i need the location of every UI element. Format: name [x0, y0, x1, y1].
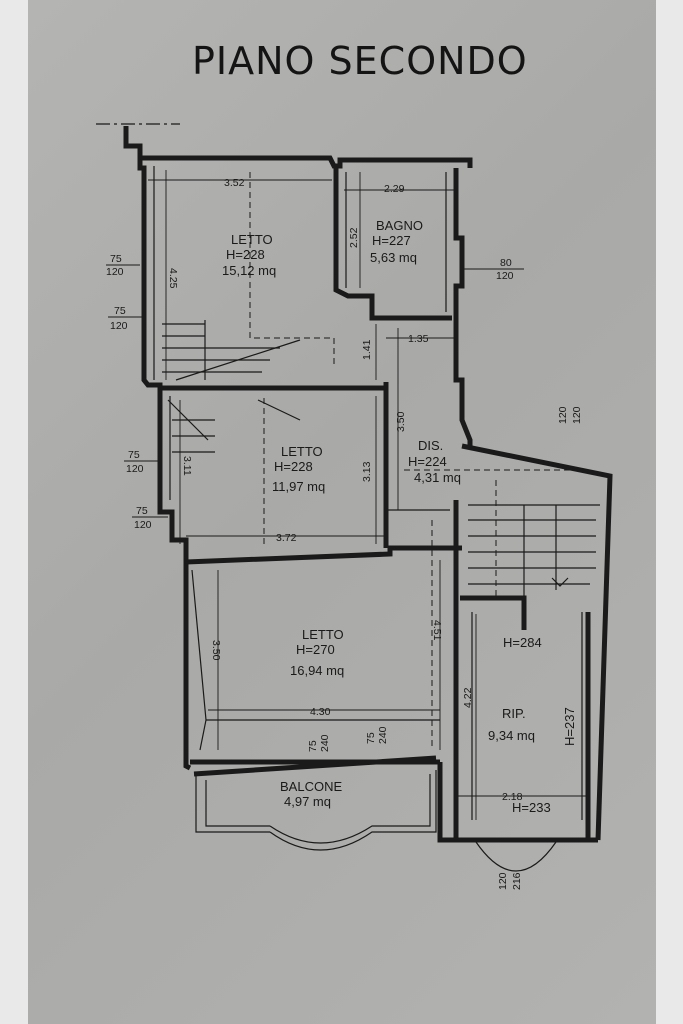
svg-text:3.11: 3.11 [181, 456, 193, 476]
svg-text:120: 120 [497, 872, 509, 890]
room-name: BALCONE [280, 779, 342, 794]
svg-text:120: 120 [106, 266, 124, 278]
room-letto-2: LETTO H=228 11,97 mq [272, 444, 325, 494]
room-rip: H=284 RIP. 9,34 mq H=237 H=233 [488, 635, 577, 815]
svg-text:4.51: 4.51 [431, 620, 443, 641]
room-height: H=270 [296, 642, 335, 657]
svg-text:1.35: 1.35 [408, 333, 429, 345]
room-area: 4,97 mq [284, 794, 331, 809]
room-height: H=228 [274, 459, 313, 474]
walls [123, 126, 613, 843]
svg-text:75: 75 [110, 253, 122, 265]
svg-text:75: 75 [114, 305, 126, 317]
room-area: 5,63 mq [370, 250, 417, 265]
dimension-labels: 3.52 2.29 4.25 2.52 1.41 1.35 3.50 3.72 … [167, 177, 523, 803]
svg-text:2.29: 2.29 [384, 183, 405, 195]
svg-text:2.52: 2.52 [348, 227, 360, 248]
svg-text:80: 80 [500, 257, 512, 269]
balcony [193, 755, 557, 872]
svg-text:3.52: 3.52 [224, 177, 245, 189]
room-height: H=237 [562, 707, 577, 746]
svg-text:2.18: 2.18 [502, 791, 523, 803]
opening-labels: 75 120 75 120 75 120 75 120 80 120 120 1… [106, 253, 583, 890]
room-dis: DIS. H=224 4,31 mq [408, 438, 461, 485]
room-name: LETTO [281, 444, 323, 459]
svg-text:4.22: 4.22 [462, 687, 474, 708]
svg-text:240: 240 [377, 726, 389, 744]
room-name: LETTO [302, 627, 344, 642]
svg-text:3.72: 3.72 [276, 532, 297, 544]
room-letto-1: LETTO H=228 15,12 mq [222, 232, 276, 278]
room-name: BAGNO [376, 218, 423, 233]
svg-text:120: 120 [126, 463, 144, 475]
room-bagno: BAGNO H=227 5,63 mq [370, 218, 423, 265]
svg-text:75: 75 [136, 505, 148, 517]
svg-text:120: 120 [110, 320, 128, 332]
plan-title: PIANO SECONDO [192, 39, 528, 83]
inner-lines [153, 166, 600, 820]
svg-text:1.41: 1.41 [361, 339, 373, 360]
svg-text:4.25: 4.25 [167, 268, 179, 289]
room-balcone: BALCONE 4,97 mq [280, 779, 342, 809]
svg-text:120: 120 [557, 406, 569, 424]
svg-text:75: 75 [128, 449, 140, 461]
room-area: 15,12 mq [222, 263, 276, 278]
room-name: RIP. [502, 706, 526, 721]
room-area: 11,97 mq [272, 479, 325, 494]
svg-text:3.50: 3.50 [210, 640, 222, 661]
svg-text:75: 75 [307, 740, 319, 752]
svg-text:240: 240 [319, 734, 331, 752]
stairs-lower [468, 505, 596, 596]
svg-text:120: 120 [496, 270, 514, 282]
stairs-upper [162, 320, 301, 453]
svg-text:3.50: 3.50 [395, 411, 407, 432]
room-name: LETTO [231, 232, 273, 247]
room-height: H=227 [372, 233, 411, 248]
svg-text:75: 75 [365, 732, 377, 744]
svg-text:3.13: 3.13 [361, 461, 373, 482]
room-extra-height: H=233 [512, 800, 551, 815]
room-height: H=224 [408, 454, 447, 469]
svg-text:216: 216 [511, 872, 523, 890]
svg-text:120: 120 [134, 519, 152, 531]
room-height: H=228 [226, 247, 265, 262]
room-area: 9,34 mq [488, 728, 535, 743]
svg-text:4.30: 4.30 [310, 706, 331, 718]
svg-text:120: 120 [571, 406, 583, 424]
dimension-lines [148, 170, 586, 820]
room-extra-height: H=284 [503, 635, 542, 650]
room-area: 4,31 mq [414, 470, 461, 485]
drawing-sheet [28, 0, 656, 1024]
room-name: DIS. [418, 438, 443, 453]
dashed-lines [249, 172, 590, 748]
room-area: 16,94 mq [290, 663, 344, 678]
room-letto-3: LETTO H=270 16,94 mq [290, 627, 344, 678]
